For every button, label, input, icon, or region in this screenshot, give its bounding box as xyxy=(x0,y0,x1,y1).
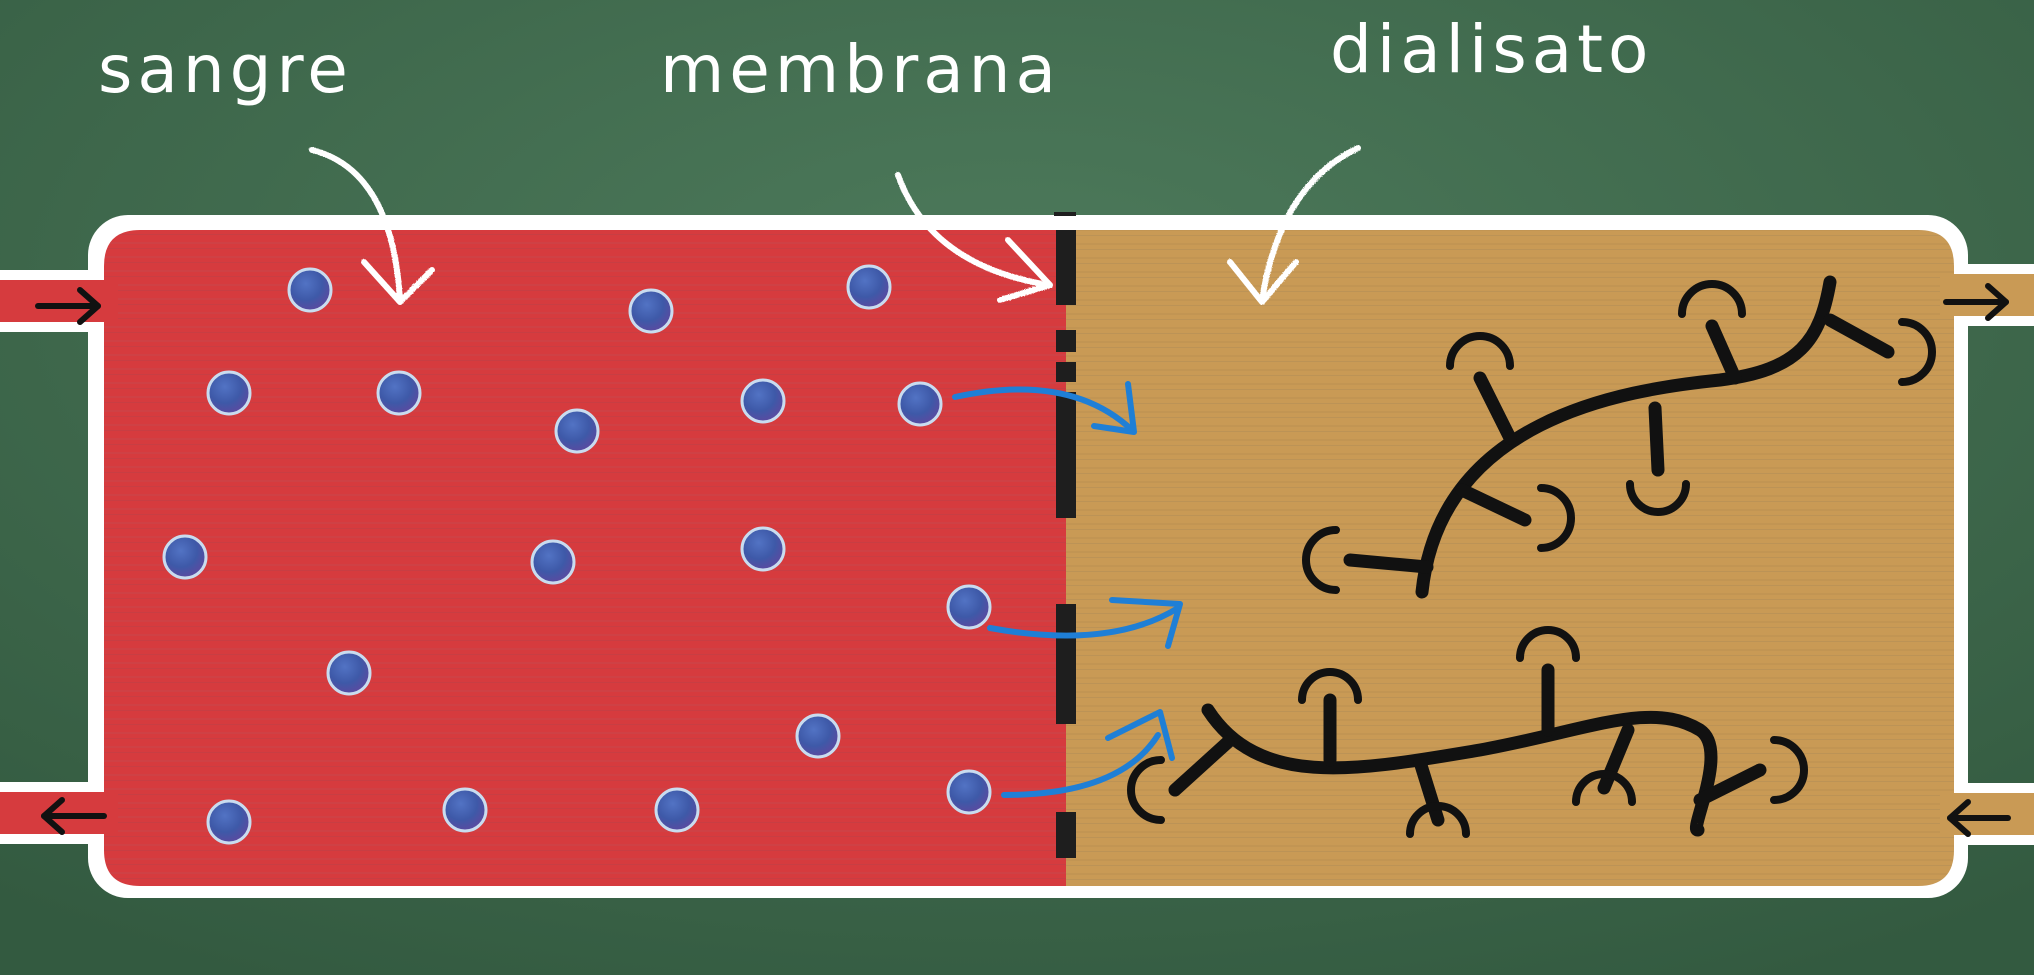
solute-particle xyxy=(287,267,333,313)
solute-particle xyxy=(946,769,992,815)
solute-particle xyxy=(206,799,252,845)
transfer-curved-arrow-icon xyxy=(1001,709,1175,798)
solute-particle xyxy=(740,526,786,572)
branched-molecule-icon xyxy=(1302,275,1936,599)
solute-particle xyxy=(897,381,943,427)
solute-particle xyxy=(795,713,841,759)
blood-pointer-arrow-icon xyxy=(309,147,435,305)
solute-particle xyxy=(376,370,422,416)
solute-particle xyxy=(206,370,252,416)
branched-molecule-icon xyxy=(1127,626,1808,838)
solute-particle xyxy=(162,534,208,580)
solute-particle xyxy=(654,787,700,833)
blood-outflow-arrow-icon xyxy=(41,797,107,835)
solute-particle xyxy=(946,584,992,630)
solute-particle xyxy=(554,408,600,454)
solute-particle xyxy=(442,787,488,833)
solute-particle xyxy=(846,264,892,310)
solute-particles xyxy=(162,264,992,845)
solute-particle xyxy=(628,288,674,334)
solute-particle xyxy=(740,378,786,424)
dialysate-pointer-arrow-icon xyxy=(1227,145,1361,305)
membrane-pointer-arrow-icon xyxy=(895,172,1053,303)
membrane-label: membrana xyxy=(660,31,1061,108)
dialysate-label: dialisato xyxy=(1330,11,1653,88)
blood-label: sangre xyxy=(98,31,353,108)
dialysate-outflow-arrow-icon xyxy=(1943,283,2009,321)
transfer-curved-arrow-icon xyxy=(952,381,1137,435)
blood-compartment xyxy=(104,230,1066,886)
dialysate-compartment xyxy=(1066,230,1954,886)
dialysate-inflow-arrow-icon xyxy=(1947,799,2011,837)
blood-inflow-arrow-icon xyxy=(35,287,101,325)
membrane xyxy=(1054,212,1076,858)
solute-particle xyxy=(326,650,372,696)
solute-particle xyxy=(530,539,576,585)
transfer-curved-arrow-icon xyxy=(987,597,1183,649)
